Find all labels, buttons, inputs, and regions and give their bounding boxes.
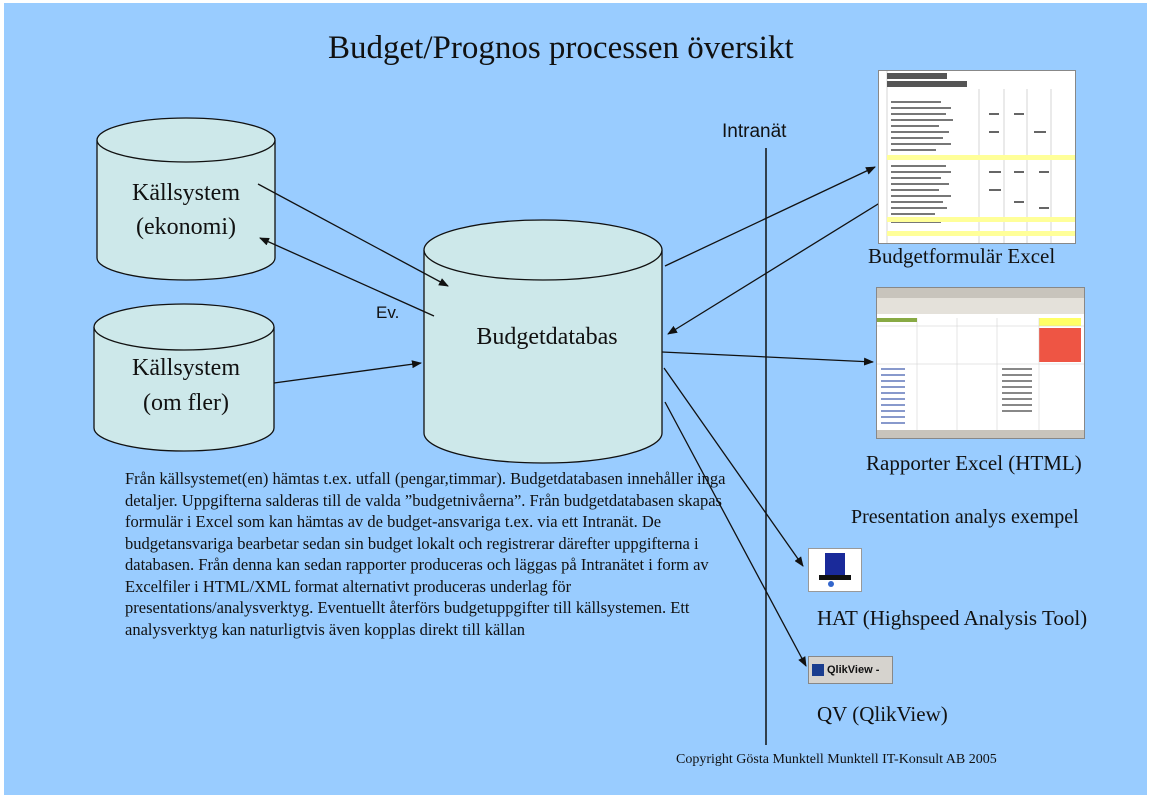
copyright-text: Copyright Gösta Munktell Munktell IT-Kon… (676, 752, 997, 767)
source-economy-label-1: Källsystem (132, 180, 240, 206)
arrow-db-to-economy (259, 237, 435, 317)
arrow-db-to-reports (661, 351, 874, 366)
hat-label: HAT (Highspeed Analysis Tool) (817, 606, 1088, 630)
budget-form-thumbnail (878, 70, 1076, 244)
hat-icon (808, 548, 862, 592)
intranet-label: Intranät (722, 121, 787, 142)
qlikview-icon-text: QlikView - (827, 664, 880, 676)
arrow-budgetform-to-db (667, 195, 892, 335)
qlikview-icon: QlikView - (808, 656, 893, 684)
source-more-label-2: (om fler) (143, 390, 229, 416)
arrow-more-to-db (273, 360, 422, 384)
source-economy-cylinder: Källsystem (ekonomi) (96, 117, 276, 281)
source-more-label-1: Källsystem (132, 355, 240, 381)
qv-label: QV (QlikView) (817, 702, 948, 726)
arrow-db-to-budgetform (664, 166, 876, 267)
arrow-db-to-qv (664, 401, 807, 667)
reports-thumbnail (876, 287, 1085, 439)
description-text: Från källsystemet(en) hämtas t.ex. utfal… (125, 469, 726, 639)
ev-label: Ev. (376, 303, 399, 322)
presentation-heading: Presentation analys exempel (851, 506, 1079, 528)
arrow-economy-to-db (257, 183, 449, 287)
reports-label: Rapporter Excel (HTML) (866, 451, 1082, 475)
arrow-db-to-hat (663, 367, 804, 567)
source-more-cylinder: Källsystem (om fler) (93, 303, 275, 452)
qlikview-logo-icon (812, 664, 824, 676)
budget-database-cylinder: Budgetdatabas (423, 219, 663, 464)
source-economy-label-2: (ekonomi) (136, 214, 236, 240)
budget-database-label: Budgetdatabas (476, 324, 617, 350)
page-title: Budget/Prognos processen översikt (328, 30, 794, 66)
budget-form-label: Budgetformulär Excel (868, 244, 1056, 268)
